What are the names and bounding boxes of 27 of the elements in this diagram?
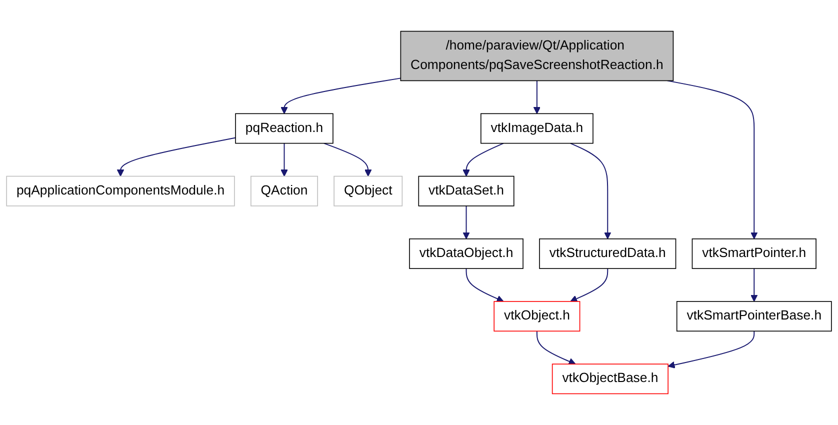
node-box: vtkImageData.h	[480, 113, 594, 144]
arrow	[462, 142, 504, 177]
arrow	[536, 330, 576, 365]
arrow	[280, 142, 288, 177]
node-box: QAction	[250, 176, 318, 206]
node-box: vtkDataSet.h	[418, 176, 514, 206]
arrow	[466, 268, 504, 302]
arrow	[750, 268, 758, 302]
arrow	[323, 142, 372, 177]
arrow	[533, 80, 541, 114]
arrow	[116, 137, 236, 177]
node-box: pqReaction.h	[235, 113, 334, 144]
arrow	[570, 142, 612, 240]
node-box: QObject	[334, 176, 403, 206]
node-box: vtkObjectBase.h	[552, 364, 668, 394]
arrow	[280, 78, 402, 114]
arrow	[462, 205, 470, 240]
node-box: vtkObject.h	[494, 301, 580, 332]
arrow	[570, 268, 608, 302]
node-box: vtkStructuredData.h	[539, 238, 676, 269]
node-box: vtkSmartPointerBase.h	[676, 301, 832, 332]
node-box: pqApplicationComponentsModule.h	[6, 176, 235, 206]
node-box: vtkSmartPointer.h	[692, 238, 816, 269]
arrow	[666, 80, 758, 240]
node-box: vtkDataObject.h	[409, 238, 524, 269]
arrow	[668, 330, 755, 368]
node-box: /home/paraview/Qt/Application Components/pqSaveScreenshotReaction.h	[400, 30, 674, 82]
